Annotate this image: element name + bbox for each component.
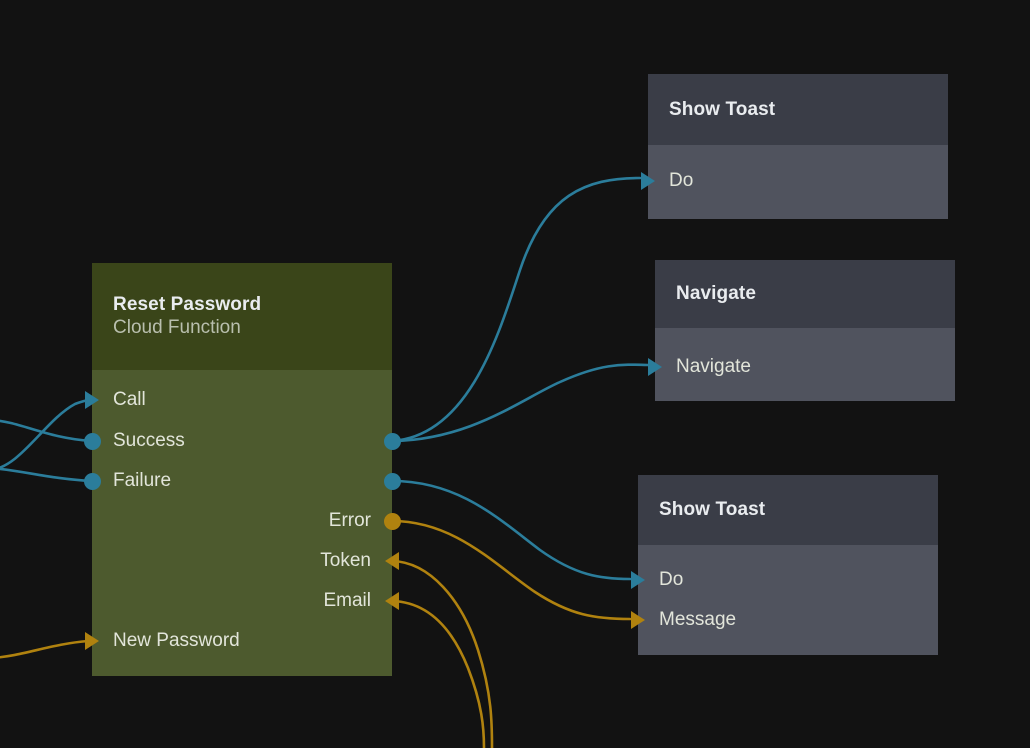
edge-e5[interactable] xyxy=(390,559,494,748)
port-text: Navigate xyxy=(676,356,751,377)
node-title: Show Toast xyxy=(669,98,776,120)
node-body-reset-password xyxy=(92,370,392,676)
port-label-do: Do xyxy=(669,169,693,193)
port-text: Email xyxy=(323,590,371,611)
port-text: Call xyxy=(113,389,146,410)
port-label-error: Error xyxy=(0,509,371,533)
node-show-toast-1[interactable]: Show Toast xyxy=(648,74,948,219)
node-show-toast-2[interactable]: Show Toast xyxy=(638,475,938,655)
edge-e6[interactable] xyxy=(390,599,486,748)
node-body-navigate xyxy=(655,328,955,401)
edge-e7[interactable] xyxy=(0,398,90,470)
edge-e3[interactable] xyxy=(390,479,632,581)
port-text: Failure xyxy=(113,470,172,491)
port-text: Message xyxy=(659,609,737,630)
port-label-call: Call xyxy=(113,388,146,412)
edge-e1[interactable] xyxy=(390,176,642,443)
port-label-do: Do xyxy=(659,568,683,592)
port-out-port-0[interactable] xyxy=(383,432,401,450)
port-text: New Password xyxy=(113,630,240,651)
port-in-do[interactable] xyxy=(641,172,655,190)
port-label-token: Token xyxy=(0,549,371,573)
port-label-failure: Failure xyxy=(113,469,171,493)
port-text: Error xyxy=(328,510,371,531)
port-in-do[interactable] xyxy=(631,571,645,589)
port-label-navigate: Navigate xyxy=(676,355,751,379)
port-label-success: Success xyxy=(113,429,185,453)
port-text: Success xyxy=(113,430,185,451)
edge-e10[interactable] xyxy=(0,639,90,659)
port-in-message[interactable] xyxy=(631,611,645,629)
node-header-show-toast-1[interactable]: Show Toast xyxy=(648,74,948,145)
node-header-show-toast-2[interactable]: Show Toast xyxy=(638,475,938,545)
port-in-call[interactable] xyxy=(85,391,99,409)
edge-e8[interactable] xyxy=(0,419,94,443)
port-label-message: Message xyxy=(659,608,736,632)
node-navigate[interactable]: Navigate xyxy=(655,260,955,401)
edge-e4[interactable] xyxy=(390,519,632,621)
port-in-success[interactable] xyxy=(83,432,101,450)
port-out-email[interactable] xyxy=(385,592,399,610)
node-body-show-toast-2 xyxy=(638,545,938,655)
port-label-email: Email xyxy=(0,589,371,613)
port-out-port-1[interactable] xyxy=(383,472,401,490)
port-text: Do xyxy=(659,569,684,590)
port-text: Token xyxy=(320,550,371,571)
node-body-show-toast-1 xyxy=(648,145,948,219)
port-label-new-password: New Password xyxy=(113,629,240,653)
port-in-failure[interactable] xyxy=(83,472,101,490)
port-in-navigate[interactable] xyxy=(648,358,662,376)
node-title: Show Toast xyxy=(659,499,766,521)
node-title: Navigate xyxy=(676,283,757,305)
edge-e2[interactable] xyxy=(390,363,650,443)
node-header-navigate[interactable]: Navigate xyxy=(655,260,955,328)
node-title: Reset Password xyxy=(113,293,262,315)
port-out-error[interactable] xyxy=(383,512,401,530)
port-in-new-password[interactable] xyxy=(85,632,99,650)
port-text: Do xyxy=(669,170,694,191)
node-subtitle: Cloud Function xyxy=(113,316,241,338)
edge-e9[interactable] xyxy=(0,467,94,483)
port-out-token[interactable] xyxy=(385,552,399,570)
